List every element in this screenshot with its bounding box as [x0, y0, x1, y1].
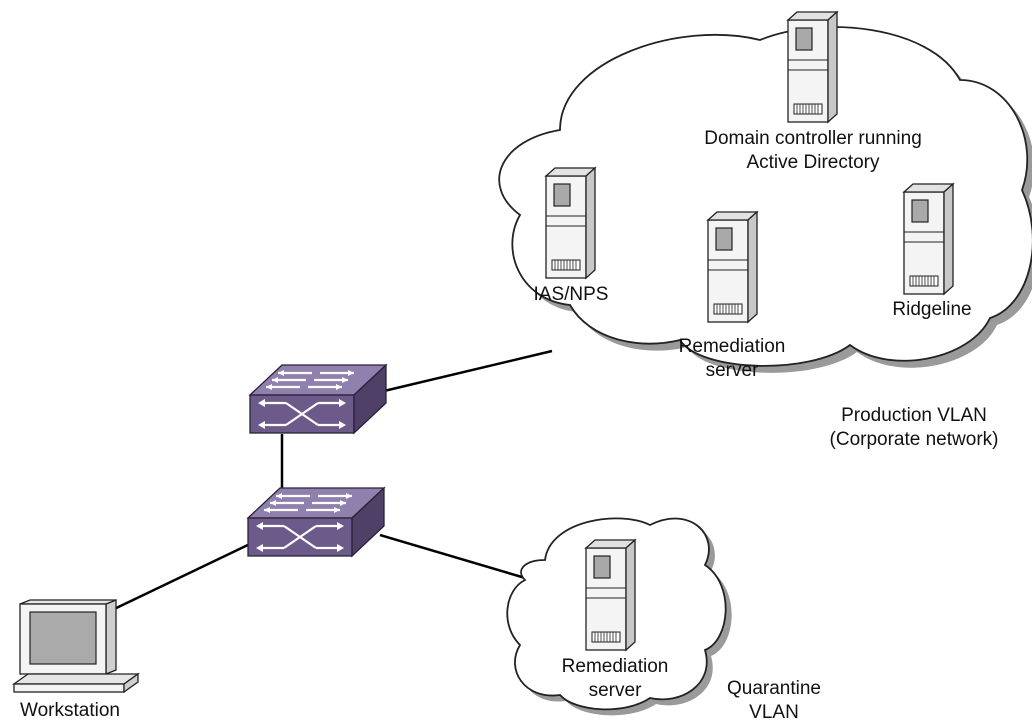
domain-controller-label-line1: Domain controller running: [704, 128, 922, 149]
remediation-quarantine-server-icon: [585, 539, 636, 651]
production-cloud: [498, 26, 1032, 373]
ridgeline-server-icon: [903, 183, 954, 295]
remediation-production-label-line1: Remediation: [678, 336, 786, 357]
remediation-production-label-line2: server: [705, 360, 759, 381]
link-switch-production: [383, 349, 553, 393]
bottom-switch-icon: [246, 486, 386, 558]
remediation-quarantine-label-line2: server: [588, 680, 642, 701]
workstation-icon: [11, 599, 141, 694]
domain-controller-label: Domain controller running Active Directo…: [704, 127, 922, 175]
domain-controller-label-line2: Active Directory: [746, 152, 880, 173]
remediation-production-label: Remediation server: [679, 335, 786, 383]
production-vlan-label-line2: (Corporate network): [829, 429, 999, 450]
workstation-label-line1: Workstation: [20, 700, 120, 721]
link-switch-quarantine: [379, 533, 533, 582]
quarantine-vlan-label-line2: VLAN: [749, 702, 799, 723]
top-switch-icon: [248, 363, 388, 435]
production-vlan-label-line1: Production VLAN: [841, 405, 987, 426]
connection-lines: [107, 349, 553, 614]
quarantine-vlan-label: Quarantine VLAN: [727, 677, 821, 725]
production-vlan-label: Production VLAN (Corporate network): [830, 404, 999, 452]
workstation-label: Workstation: [20, 699, 120, 723]
ridgeline-label-line1: Ridgeline: [892, 299, 972, 320]
domain-controller-server-icon: [787, 11, 838, 123]
remediation-quarantine-label: Remediation server: [562, 655, 669, 703]
remediation-production-server-icon: [707, 211, 758, 323]
quarantine-vlan-label-line1: Quarantine: [726, 678, 822, 699]
ias-nps-label: IAS/NPS: [534, 283, 609, 307]
ias-nps-label-line1: IAS/NPS: [533, 284, 609, 305]
ias-nps-server-icon: [545, 167, 596, 279]
link-workstation-switch: [107, 541, 253, 614]
ridgeline-label: Ridgeline: [892, 298, 971, 322]
remediation-quarantine-label-line1: Remediation: [561, 656, 669, 677]
